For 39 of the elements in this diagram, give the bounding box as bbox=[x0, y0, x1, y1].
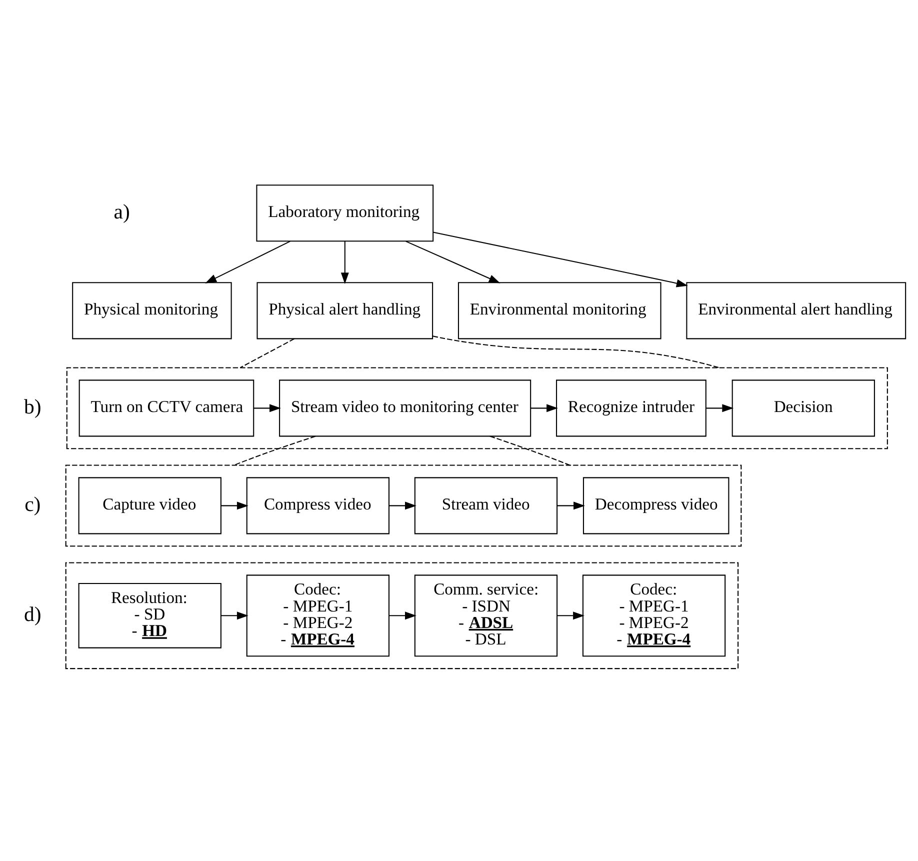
arrow bbox=[389, 611, 416, 620]
arrow bbox=[433, 231, 688, 287]
label: d) bbox=[24, 603, 42, 626]
node-box: Environmental monitoring bbox=[458, 282, 662, 339]
node-box: Stream video to monitoring center bbox=[279, 379, 532, 436]
arrow bbox=[406, 240, 500, 283]
node-box: Environmental alert handling bbox=[686, 282, 906, 339]
node-box: Laboratory monitoring bbox=[256, 184, 434, 242]
arrow bbox=[221, 501, 248, 510]
cluster bbox=[65, 464, 742, 546]
node-box: Codec: - MPEG-1 - MPEG-2 - MPEG-4 bbox=[582, 574, 726, 656]
cluster bbox=[66, 366, 888, 449]
node-box: Physical monitoring bbox=[72, 282, 232, 339]
label: c) bbox=[24, 493, 41, 516]
arrow bbox=[706, 404, 734, 412]
node-box: Codec: - MPEG-1 - MPEG-2 - MPEG-4 bbox=[246, 574, 390, 656]
node-box: Comm. service: - ISDN - ADSL - DSL bbox=[414, 574, 558, 656]
arrow bbox=[557, 611, 584, 620]
node-box: Decision bbox=[732, 379, 875, 436]
label: b) bbox=[24, 396, 42, 418]
node-box: Turn on CCTV camera bbox=[78, 379, 254, 436]
node-box: Decompress video bbox=[582, 476, 730, 534]
arrow bbox=[205, 240, 290, 283]
node-box: Recognize intruder bbox=[556, 379, 706, 436]
connector bbox=[432, 335, 720, 368]
arrow bbox=[530, 404, 558, 412]
node-box: Capture video bbox=[78, 476, 222, 534]
node-box: Physical alert handling bbox=[256, 282, 434, 339]
arrow bbox=[221, 611, 248, 620]
label: a) bbox=[114, 200, 130, 223]
arrow bbox=[389, 501, 416, 510]
arrow bbox=[254, 404, 281, 412]
connector bbox=[240, 338, 294, 368]
arrow bbox=[340, 240, 349, 284]
cluster bbox=[65, 562, 739, 669]
node-box: Resolution: - SD - HD bbox=[78, 582, 222, 648]
node-box: Compress video bbox=[246, 476, 390, 534]
node-box: Stream video bbox=[414, 476, 558, 534]
arrow bbox=[557, 501, 585, 510]
